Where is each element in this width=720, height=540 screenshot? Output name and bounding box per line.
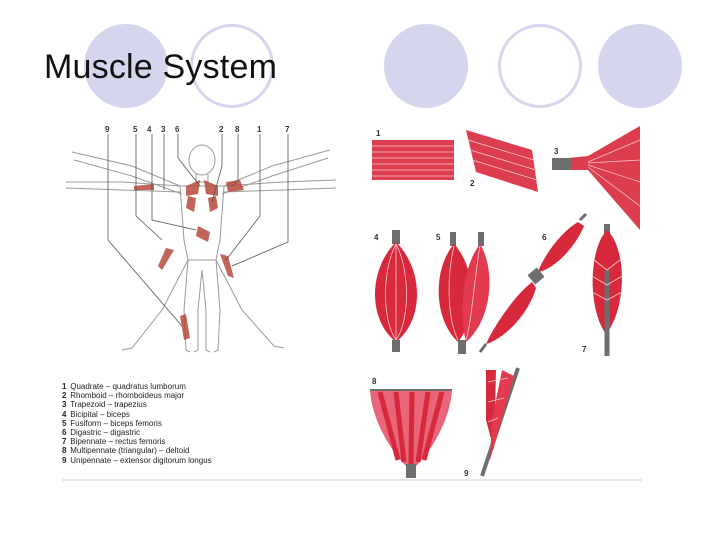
muscle-shapes-figure: 9 5 4 3 6 2 8 1 7 1 [62, 120, 642, 482]
legend-text: Multipennate (triangular) – deltoid [70, 446, 190, 456]
legend-text: Bipennate – rectus femoris [70, 437, 166, 447]
legend-text: Fusiform – biceps femoris [70, 418, 162, 428]
legend-item: 5 Fusiform – biceps femoris [62, 419, 362, 428]
figure-label-9: 9 [105, 125, 110, 134]
body-muscle-patches [134, 180, 244, 340]
figure-label-3: 3 [161, 125, 166, 134]
legend-text: Trapezoid – trapezius [70, 400, 147, 410]
muscle-shape-unipennate [480, 367, 520, 477]
legend-item: 1 Quadrate – quadratus lumborum [62, 382, 362, 391]
figure-label-7: 7 [285, 125, 290, 134]
legend-item: 9 Unipennate – extensor digitorum longus [62, 456, 362, 465]
muscle-shape-quadrate [372, 140, 454, 180]
figure-label-2: 2 [219, 125, 224, 134]
legend-text: Bicipital – biceps [70, 409, 130, 419]
decor-circle-4 [498, 24, 582, 108]
muscle-shape-multipennate [370, 389, 452, 478]
legend-num: 2 [62, 391, 67, 401]
legend-text: Digastric – digastric [70, 428, 141, 438]
legend-num: 7 [62, 437, 67, 447]
muscle-illustration: 9 5 4 3 6 2 8 1 7 1 [62, 125, 642, 481]
legend-item: 8 Multipennate (triangular) – deltoid [62, 446, 362, 455]
shape-label-4: 4 [374, 233, 379, 242]
legend-item: 2 Rhomboid – rhomboideus major [62, 391, 362, 400]
legend-item: 7 Bipennate – rectus femoris [62, 437, 362, 446]
shape-label-1: 1 [376, 129, 381, 138]
human-body-outline [65, 144, 337, 353]
muscle-shape-legend: 1 Quadrate – quadratus lumborum 2 Rhombo… [62, 382, 362, 465]
decor-circle-3 [384, 24, 468, 108]
shape-label-9: 9 [464, 469, 469, 478]
muscle-shape-rhomboid [466, 130, 538, 192]
legend-num: 3 [62, 400, 67, 410]
figure-top-labels: 9 5 4 3 6 2 8 1 7 [105, 125, 290, 134]
shape-label-8: 8 [372, 377, 377, 386]
muscle-shape-digastric [478, 212, 588, 353]
muscle-shape-trapezoid [552, 126, 641, 230]
legend-text: Quadrate – quadratus lumborum [70, 382, 186, 391]
shape-label-5: 5 [436, 233, 441, 242]
decor-circle-5 [598, 24, 682, 108]
decor-circle-2 [190, 24, 274, 108]
legend-text: Unipennate – extensor digitorum longus [70, 455, 212, 465]
legend-item: 6 Digastric – digastric [62, 428, 362, 437]
figure-label-4: 4 [147, 125, 152, 134]
legend-num: 6 [62, 428, 67, 438]
muscle-shape-fusiform [438, 232, 490, 354]
figure-label-6: 6 [175, 125, 180, 134]
figure-label-1: 1 [257, 125, 262, 134]
figure-label-5: 5 [133, 125, 138, 134]
legend-num: 1 [62, 382, 67, 391]
slide-title: Muscle System [44, 48, 278, 86]
shape-label-6: 6 [542, 233, 547, 242]
legend-num: 8 [62, 446, 67, 456]
decor-circle-1 [84, 24, 168, 108]
shape-label-2: 2 [470, 179, 475, 188]
muscle-shape-bipennate [591, 224, 623, 356]
legend-item: 4 Bicipital – biceps [62, 410, 362, 419]
shape-label-7: 7 [582, 345, 587, 354]
legend-text: Rhomboid – rhomboideus major [70, 391, 185, 401]
figure-label-8: 8 [235, 125, 240, 134]
legend-num: 5 [62, 418, 67, 428]
shape-label-3: 3 [554, 147, 559, 156]
muscle-shape-bicipital [375, 230, 417, 352]
legend-num: 4 [62, 409, 67, 419]
figure-leader-lines [107, 134, 289, 327]
legend-num: 9 [62, 455, 67, 465]
legend-item: 3 Trapezoid – trapezius [62, 400, 362, 409]
